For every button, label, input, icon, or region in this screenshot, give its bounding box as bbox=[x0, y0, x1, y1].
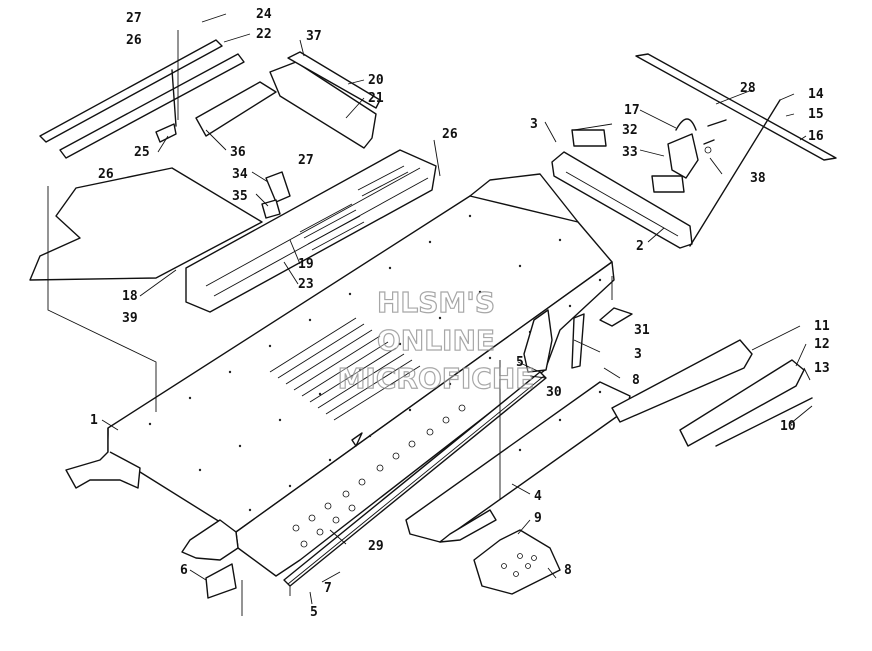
callout-7: 7 bbox=[324, 581, 332, 596]
callout-labels: 1 2 3 3 4 5 5 6 7 8 8 9 10 11 12 13 14 1… bbox=[90, 7, 830, 620]
callout-25: 25 bbox=[134, 145, 150, 160]
callout-39: 39 bbox=[122, 311, 138, 326]
callout-22: 22 bbox=[256, 27, 272, 42]
callout-2: 2 bbox=[636, 239, 644, 254]
callout-26b: 26 bbox=[442, 127, 458, 142]
callout-12: 12 bbox=[814, 337, 830, 352]
callout-26c: 26 bbox=[98, 167, 114, 182]
callout-1: 1 bbox=[90, 413, 98, 428]
callout-27a: 27 bbox=[126, 11, 142, 26]
callout-32: 32 bbox=[622, 123, 638, 138]
callout-28: 28 bbox=[740, 81, 756, 96]
rear-support bbox=[523, 309, 553, 373]
leader-lines bbox=[47, 30, 613, 616]
watermark-line-1: HLSM'S bbox=[377, 286, 495, 319]
upper-rails bbox=[39, 39, 245, 159]
callout-34: 34 bbox=[232, 167, 248, 182]
callout-29: 29 bbox=[368, 539, 384, 554]
watermark-line-2: ONLINE bbox=[377, 324, 495, 357]
arrow-plate bbox=[599, 307, 633, 327]
callout-27b: 27 bbox=[298, 153, 314, 168]
callout-14: 14 bbox=[808, 87, 824, 102]
callout-11: 11 bbox=[814, 319, 830, 334]
callout-37: 37 bbox=[306, 29, 322, 44]
callout-16: 16 bbox=[808, 129, 824, 144]
callout-3b: 3 bbox=[634, 347, 642, 362]
callout-21: 21 bbox=[368, 91, 384, 106]
callout-8b: 8 bbox=[564, 563, 572, 578]
callout-6: 6 bbox=[180, 563, 188, 578]
callout-15: 15 bbox=[808, 107, 824, 122]
callout-13: 13 bbox=[814, 361, 830, 376]
floor-liner bbox=[29, 167, 263, 281]
deck-hatching bbox=[269, 317, 421, 421]
callouts bbox=[101, 13, 813, 605]
watermark: HLSM'S ONLINE MICROFICHE bbox=[337, 285, 535, 395]
callout-3: 3 bbox=[530, 117, 538, 132]
callout-38: 38 bbox=[750, 171, 766, 186]
callout-8: 8 bbox=[632, 373, 640, 388]
callout-23: 23 bbox=[298, 277, 314, 292]
side-panels bbox=[611, 339, 813, 447]
side-holes bbox=[292, 404, 466, 548]
rear-flap-frame bbox=[551, 129, 693, 249]
hitch-assembly bbox=[635, 53, 837, 247]
callout-33: 33 bbox=[622, 145, 638, 160]
callout-5b: 5 bbox=[310, 605, 318, 620]
callout-30: 30 bbox=[546, 385, 562, 400]
deck-rivets bbox=[148, 214, 602, 512]
callout-20: 20 bbox=[368, 73, 384, 88]
callout-18: 18 bbox=[122, 289, 138, 304]
side-bracket bbox=[205, 563, 237, 599]
rear-strip bbox=[571, 313, 585, 369]
callout-35: 35 bbox=[232, 189, 248, 204]
storage-box bbox=[185, 51, 437, 313]
callout-10: 10 bbox=[780, 419, 796, 434]
callout-4: 4 bbox=[534, 489, 542, 504]
callout-24: 24 bbox=[256, 7, 272, 22]
watermark-line-3: MICROFICHE bbox=[338, 362, 535, 395]
callout-36: 36 bbox=[230, 145, 246, 160]
tunnel-chassis bbox=[65, 173, 615, 577]
callout-5: 5 bbox=[516, 355, 524, 370]
callout-19: 19 bbox=[298, 257, 314, 272]
callout-31: 31 bbox=[634, 323, 650, 338]
callout-17: 17 bbox=[624, 103, 640, 118]
foot-plate bbox=[473, 529, 561, 595]
callout-26a: 26 bbox=[126, 33, 142, 48]
callout-9: 9 bbox=[534, 511, 542, 526]
